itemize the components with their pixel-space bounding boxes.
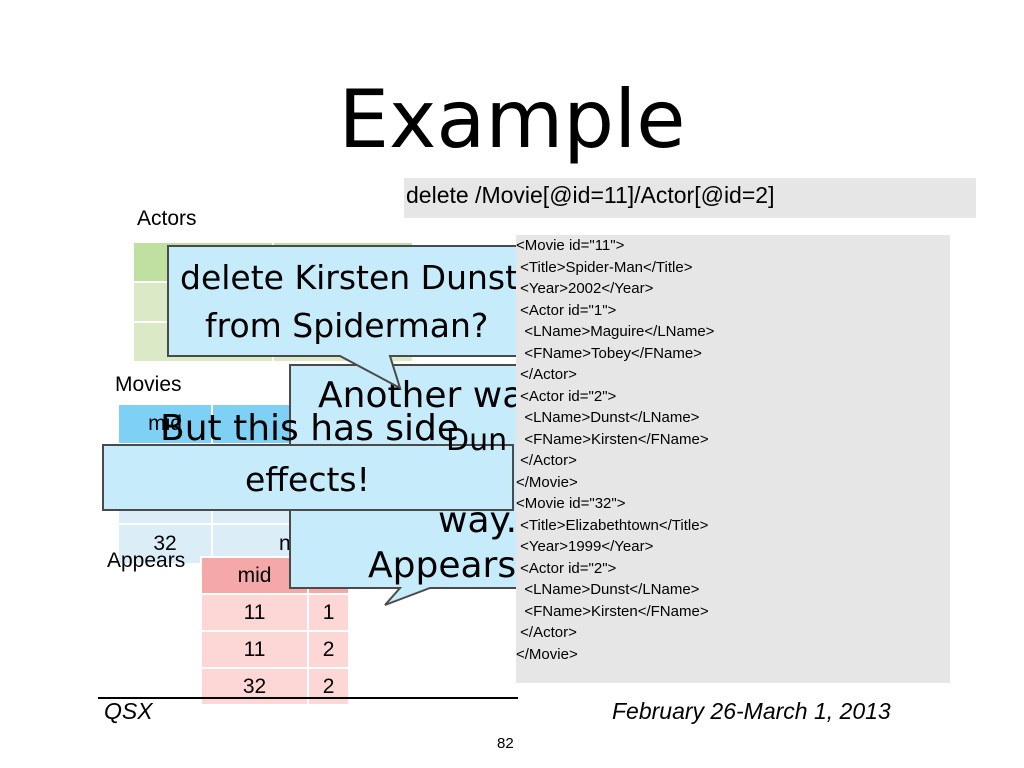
xml-line: <Year>2002</Year> — [516, 280, 654, 297]
appears-cell: 11 — [199, 630, 310, 669]
xml-line: <FName>Tobey</FName> — [516, 344, 702, 362]
footer-left: QSX — [104, 698, 153, 724]
xml-line: <Title>Spider-Man</Title> — [516, 258, 693, 276]
xml-panel: <Movie id="11"> <Title>Spider-Man</Title… — [516, 235, 950, 683]
xml-line: <LName>Dunst</LName> — [516, 581, 700, 598]
side-effects-partial: Dun — [446, 423, 508, 458]
xml-line: </Actor> — [516, 366, 577, 383]
xml-line: </Movie> — [516, 645, 578, 663]
another-way-line3: Appears — [368, 545, 517, 586]
delete-question-line1: delete Kirsten Dunst — [180, 258, 519, 297]
appears-cell: 1 — [307, 593, 350, 632]
side-effects-line1: But this has side — [160, 408, 460, 449]
actors-label: Actors — [137, 207, 197, 230]
appears-cell: 2 — [307, 667, 350, 706]
footer-rule — [98, 697, 518, 699]
appears-cell: 11 — [199, 593, 310, 632]
xml-line: </Actor> — [516, 624, 577, 641]
appears-cell: 32 — [199, 667, 310, 706]
xml-line: <Title>Elizabethtown</Title> — [516, 516, 709, 534]
footer-date: February 26-March 1, 2013 — [612, 698, 891, 724]
xml-line: <LName>Dunst</LName> — [516, 409, 700, 426]
side-effects-line2: effects! — [245, 460, 370, 499]
slide-title: Example — [338, 73, 686, 166]
xml-line: <FName>Kirsten</FName> — [516, 602, 709, 620]
xml-line: <Actor id="2"> — [516, 387, 617, 405]
xml-line: </Movie> — [516, 473, 578, 491]
xml-line: <Movie id="11"> — [516, 237, 625, 254]
delete-command: delete /Movie[@id=11]/Actor[@id=2] — [404, 178, 976, 218]
xml-line: </Actor> — [516, 452, 577, 469]
xml-line: <Year>1999</Year> — [516, 538, 654, 555]
movies-cell: 32 — [117, 523, 213, 565]
movies-header-mid: mid — [117, 403, 213, 445]
appears-cell: 2 — [307, 630, 350, 669]
xml-line: <Actor id="2"> — [516, 559, 617, 577]
side-effects-callout — [102, 444, 514, 511]
movies-label: Movies — [115, 373, 182, 396]
delete-question-line2: from Spiderman? — [205, 306, 489, 345]
xml-line: <FName>Kirsten</FName> — [516, 430, 709, 448]
xml-line: <Movie id="32"> — [516, 495, 626, 512]
xml-line: <Actor id="1"> — [516, 301, 617, 319]
xml-line: <LName>Maguire</LName> — [516, 323, 715, 340]
another-way-text: Another way — [318, 375, 546, 416]
page-number: 82 — [497, 735, 514, 752]
appears-label: Appears — [107, 549, 186, 572]
